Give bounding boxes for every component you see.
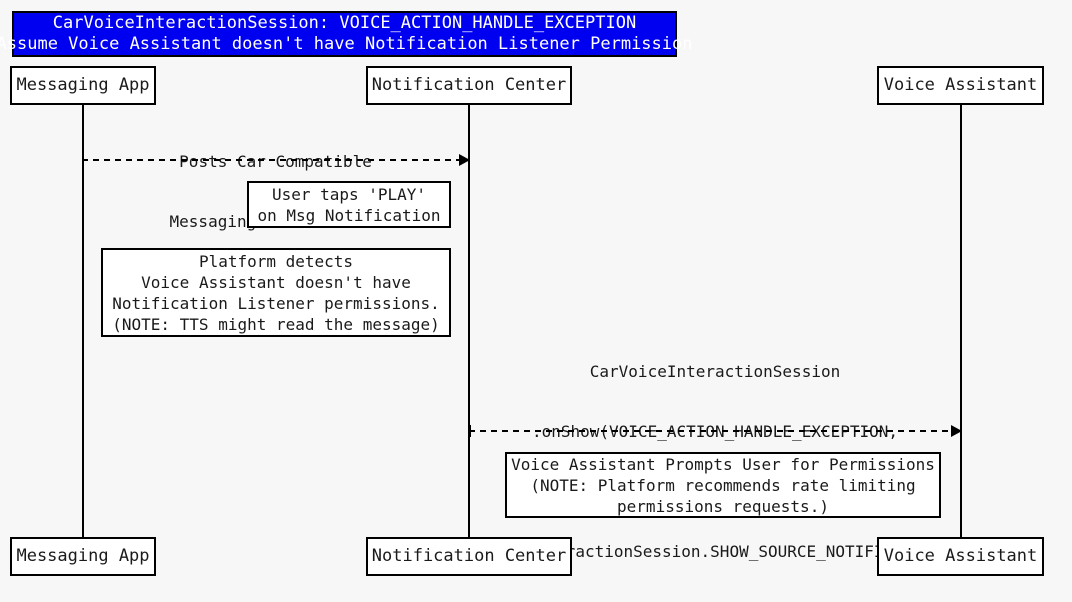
message-arrow-post-notification-tail bbox=[82, 154, 84, 166]
message-arrow-post-notification-head bbox=[459, 154, 470, 166]
participant-header-messaging-app[interactable]: Messaging App bbox=[10, 66, 156, 105]
message-label-post-notification-line-1: Posts Car Compatible bbox=[179, 152, 372, 171]
participant-footer-notification-center-label: Notification Center bbox=[371, 546, 567, 566]
participant-footer-voice-assistant-label: Voice Assistant bbox=[883, 546, 1038, 566]
participant-footer-voice-assistant[interactable]: Voice Assistant bbox=[877, 537, 1044, 576]
diagram-title-banner: CarVoiceInteractionSession: VOICE_ACTION… bbox=[0, 11, 693, 57]
participant-header-voice-assistant-label: Voice Assistant bbox=[883, 75, 1038, 95]
message-arrow-on-show bbox=[469, 425, 962, 437]
lifeline-notification-center bbox=[468, 105, 470, 538]
note-prompts-user-for-permissions: Voice Assistant Prompts User for Permiss… bbox=[505, 452, 941, 518]
note-user-taps-play-line-2: on Msg Notification bbox=[257, 205, 441, 225]
note-platform-detects-permission-line-1: Platform detects bbox=[198, 251, 354, 271]
message-arrow-on-show-tail bbox=[469, 425, 471, 437]
message-label-on-show-line-1: CarVoiceInteractionSession bbox=[589, 362, 841, 381]
message-label-on-show-line-4: VoiceInteractionSession.SHOW_SOURCE_NOTI… bbox=[478, 542, 951, 561]
lifeline-messaging-app bbox=[82, 104, 84, 538]
note-platform-detects-permission: Platform detects Voice Assistant doesn't… bbox=[101, 248, 451, 337]
message-arrow-post-notification bbox=[82, 154, 470, 166]
note-platform-detects-permission-line-2: Voice Assistant doesn't have bbox=[141, 272, 411, 292]
note-user-taps-play: User taps 'PLAY' on Msg Notification bbox=[247, 181, 451, 228]
note-platform-detects-permission-line-3: Notification Listener permissions. bbox=[112, 293, 440, 313]
diagram-title-line-1: CarVoiceInteractionSession: VOICE_ACTION… bbox=[52, 13, 637, 33]
participant-header-messaging-app-label: Messaging App bbox=[16, 75, 150, 95]
participant-footer-messaging-app-label: Messaging App bbox=[16, 546, 150, 566]
lifeline-voice-assistant bbox=[960, 105, 962, 538]
note-platform-detects-permission-line-4: (NOTE: TTS might read the message) bbox=[112, 314, 440, 334]
note-user-taps-play-line-1: User taps 'PLAY' bbox=[271, 184, 427, 204]
participant-header-notification-center[interactable]: Notification Center bbox=[366, 66, 572, 105]
participant-footer-messaging-app[interactable]: Messaging App bbox=[10, 537, 156, 576]
note-prompts-user-for-permissions-line-1: Voice Assistant Prompts User for Permiss… bbox=[511, 454, 935, 474]
message-label-on-show-line-2: .onShow(VOICE_ACTION_HANDLE_EXCEPTION, bbox=[469, 422, 961, 442]
diagram-title-line-2: Assume Voice Assistant doesn't have Noti… bbox=[0, 34, 693, 54]
message-arrow-on-show-head bbox=[951, 425, 962, 437]
participant-header-voice-assistant[interactable]: Voice Assistant bbox=[877, 66, 1044, 105]
participant-footer-notification-center[interactable]: Notification Center bbox=[366, 537, 572, 576]
note-prompts-user-for-permissions-line-3: permissions requests.) bbox=[617, 496, 829, 516]
note-prompts-user-for-permissions-line-2: (NOTE: Platform recommends rate limiting bbox=[530, 475, 916, 495]
participant-header-notification-center-label: Notification Center bbox=[371, 75, 567, 95]
